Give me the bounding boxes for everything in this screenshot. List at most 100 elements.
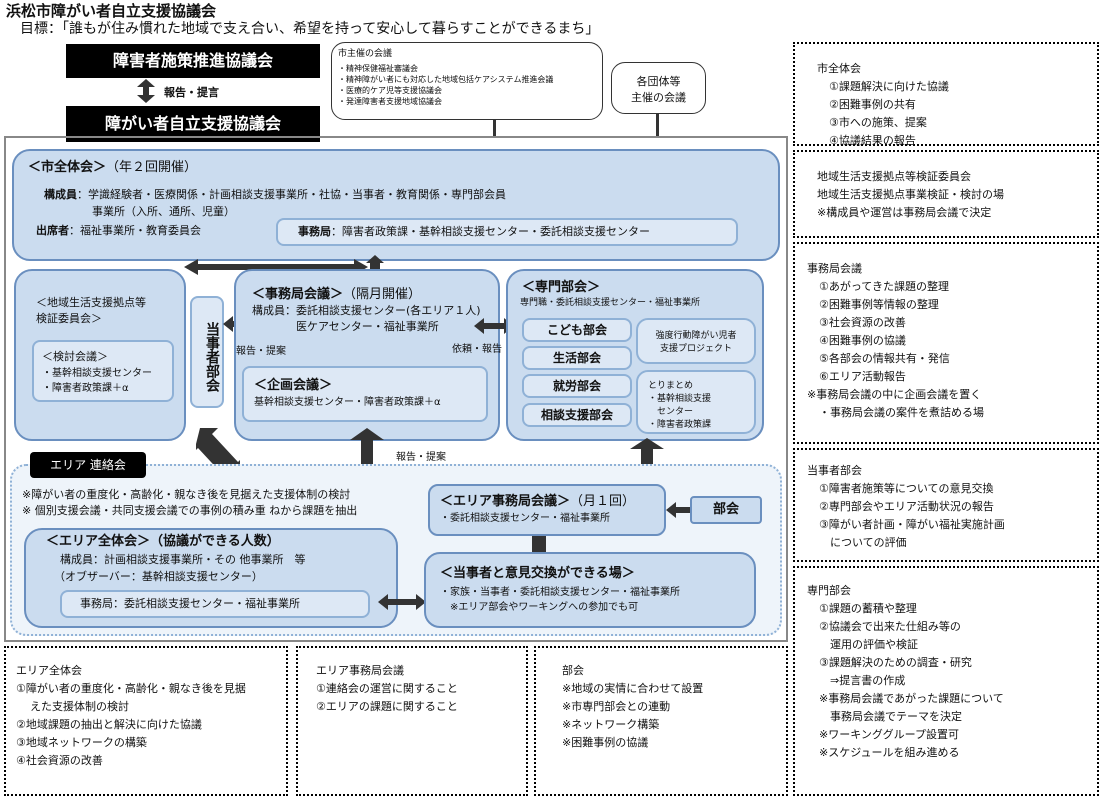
list-item: についての評価 [819, 536, 907, 549]
list-item: ・精神障がい者にも対応した地域包括ケアシステム推進会議 [338, 75, 554, 84]
list-item: 運用の評価や検証 [819, 638, 918, 651]
city-meetings-box: 市主催の会議 ・精神保健福祉審議会 ・精神障がい者にも対応した地域包括ケアシステ… [331, 42, 603, 120]
list-item: ①課題の蓄積や整理 [819, 602, 917, 615]
area-jimu-box: ＜エリア事務局会議＞（月１回） ・委託相談支援センター・福祉事業所 [428, 484, 666, 536]
kikaku-box: ＜企画会議＞ 基幹相談支援センター・障害者政策課＋α [242, 366, 488, 422]
jimu-title-text: ＜事務局会議＞ [252, 287, 344, 302]
list-item: ※事務局会議であがった課題について [819, 692, 1004, 705]
area-jimu-freq: （月１回） [570, 494, 636, 509]
list-item: ①障害者施策等についての意見交換 [819, 482, 994, 495]
senmon-members: 専門職・委託相談支援センター・福祉事業所 [520, 298, 701, 308]
double-arrow-icon [378, 594, 426, 610]
kikaku-text: 基幹相談支援センター・障害者政策課＋α [254, 397, 441, 408]
kodomo-bukai-button: こども部会 [522, 318, 632, 342]
list-item: ①あがってきた課題の整理 [819, 280, 949, 293]
jimu-report-label: 報告・提案 [236, 346, 286, 357]
city-attendees: 出席者：福祉事業所・教育委員会 [36, 224, 201, 238]
bottom-bukai-box: 部会 ※地域の実情に合わせて設置 ※市専門部会との連動 ※ネットワーク構築 ※困… [534, 646, 788, 796]
review-title: ＜検討会議＞ [42, 350, 108, 363]
attend-label: 出席者 [36, 224, 69, 237]
list-item: ③市への施策、提案 [829, 116, 927, 129]
area-note-2: ※ 個別支援会議・共同支援会議での事例の積み重 ねから課題を抽出 [22, 504, 358, 517]
area-zentai-observer: （オブザーバー：基幹相談支援センター） [54, 570, 263, 583]
matome-line: とりまとめ [648, 381, 694, 391]
review-meeting-box: ＜検討会議＞ ・基幹相談支援センター ・障害者政策課＋α [32, 340, 174, 402]
members-text: ：学識経験者・医療関係・計画相談支援事業所・社協・当事者・教育関係・専門部会員 [77, 188, 506, 201]
list-item: ②エリアの課題に関すること [316, 700, 458, 713]
right-kyoten-box: 地域生活支援拠点等検証委員会 地域生活支援拠点事業検証・検討の場 ※構成員や運営… [793, 150, 1099, 238]
list-item: ※ネットワーク構築 [562, 718, 660, 731]
review-line: ・障害者政策課＋α [42, 383, 129, 394]
list-item: ・精神保健福祉審議会 [338, 64, 418, 73]
area-zentai-sub: （協議ができる人数） [150, 534, 280, 549]
area-note-1: ※障がい者の重度化・高齢化・親なき後を見据えた支援体制の検討 [22, 488, 351, 501]
kodo-line: 支援プロジェクト [659, 344, 732, 354]
updown-arrow-icon [137, 79, 155, 103]
city-office-box: 事務局：障害者政策課・基幹相談支援センター・委託相談支援センター [276, 218, 738, 246]
list-item: ②困難事例の共有 [829, 98, 916, 111]
matome-line: ・基幹相談支援 [648, 394, 712, 404]
groups-meeting-box: 各団体等 主催の会議 [611, 62, 706, 114]
list-item: ①連絡会の運営に関すること [316, 682, 458, 695]
right-city-box: 市全体会 ①課題解決に向けた協議 ②困難事例の共有 ③市への施策、提案 ④協議結… [793, 42, 1099, 147]
list-item: ②困難事例等情報の整理 [819, 298, 939, 311]
list-item: ②協議会で出来た仕組み等の [819, 620, 961, 633]
kyoten-title: ＜地域生活支援拠点等 [36, 296, 146, 309]
iken-line: ※エリア部会やワーキングへの参加でも可 [450, 602, 639, 613]
list-item: ③障がい者計画・障がい福祉実施計画 [819, 518, 1005, 531]
bottom-area-jimu-title: エリア事務局会議 [316, 664, 404, 677]
list-item: ②地域課題の抽出と解決に向けた協議 [16, 718, 202, 731]
list-item: ③地域ネットワークの構築 [16, 736, 147, 749]
list-item: ④困難事例の協議 [819, 334, 906, 347]
jimu-freq: （隔月開催） [343, 287, 422, 302]
senmon-title: ＜専門部会＞ [522, 280, 601, 295]
groups-line: 主催の会議 [631, 91, 686, 104]
area-jimu-members: ・委託相談支援センター・福祉事業所 [440, 513, 610, 524]
page-title: 浜松市障がい者自立支援協議会 [6, 2, 217, 20]
connector-line [493, 120, 496, 136]
list-item: ・事務局会議の案件を煮詰める場 [819, 406, 984, 419]
report-label: 報告・提言 [164, 86, 219, 99]
list-item: ④社会資源の改善 [16, 754, 103, 767]
list-item: ④協議結果の報告 [829, 134, 916, 147]
jimu-title: ＜事務局会議＞（隔月開催） [252, 287, 421, 303]
kodo-line: 強度行動障がい児者 [655, 331, 737, 341]
attend-text: ：福祉事業所・教育委員会 [69, 224, 201, 237]
list-item: ⑤各部会の情報共有・発信 [819, 352, 950, 365]
review-line: ・基幹相談支援センター [42, 368, 152, 379]
list-item: ・医療的ケア児等支援協議会 [338, 86, 442, 95]
area-jimu-title: ＜エリア事務局会議＞ [440, 494, 571, 509]
area-bukai-box: 部会 [690, 496, 762, 524]
bottom-area-jimu-box: エリア事務局会議 ①連絡会の運営に関すること ②エリアの課題に関すること [296, 646, 528, 796]
city-title: ＜市全体会＞ [28, 160, 107, 175]
right-kyoten-title: 地域生活支援拠点等検証委員会 [817, 170, 971, 183]
iken-title: ＜当事者と意見交換ができる場＞ [440, 566, 635, 581]
shuro-bukai-button: 就労部会 [522, 374, 632, 398]
city-members-2: 事業所（入所、通所、児童） [92, 205, 235, 218]
right-jimu-box: 事務局会議 ①あがってきた課題の整理 ②困難事例等情報の整理 ③社会資源の改善 … [793, 242, 1099, 444]
bottom-bukai-title: 部会 [562, 664, 584, 677]
office-text: ：障害者政策課・基幹相談支援センター・委託相談支援センター [331, 225, 650, 238]
list-item: ①課題解決に向けた協議 [829, 80, 949, 93]
area-zentai-members: 構成員：計画相談支援事業所・その 他事業所 等 [60, 553, 306, 566]
list-item: ③社会資源の改善 [819, 316, 906, 329]
list-item: ⇒提言書の作成 [819, 674, 906, 687]
list-item: ②専門部会やエリア活動状況の報告 [819, 500, 994, 513]
list-item: 地域生活支援拠点事業検証・検討の場 [817, 188, 1004, 201]
area-zentai-title-text: ＜エリア全体会＞ [46, 534, 151, 549]
jimu-members: 構成員：委託相談支援センター(各エリア１人) [252, 304, 481, 317]
list-item: ※構成員や運営は事務局会議で決定 [817, 206, 992, 219]
matome-line: ・障害者政策課 [648, 420, 712, 430]
double-arrow-icon [474, 318, 514, 334]
area-report-label: 報告・提案 [396, 452, 446, 463]
matome-box: とりまとめ ・基幹相談支援 センター ・障害者政策課 [636, 370, 756, 434]
right-tojisha-box: 当事者部会 ①障害者施策等についての意見交換 ②専門部会やエリア活動状況の報告 … [793, 448, 1099, 562]
connector-line [656, 114, 659, 136]
connector-block [532, 536, 546, 552]
city-meeting-title: ＜市全体会＞（年２回開催） [28, 160, 197, 176]
kyoten-title-2: 検証委員会＞ [36, 312, 102, 325]
seikatsu-bukai-button: 生活部会 [522, 346, 632, 370]
list-item: ※事務局会議の中に企画会議を置く [807, 388, 982, 401]
iken-box: ＜当事者と意見交換ができる場＞ ・家族・当事者・委託相談支援センター・福祉事業所… [424, 552, 756, 628]
iken-line: ・家族・当事者・委託相談支援センター・福祉事業所 [440, 587, 680, 598]
